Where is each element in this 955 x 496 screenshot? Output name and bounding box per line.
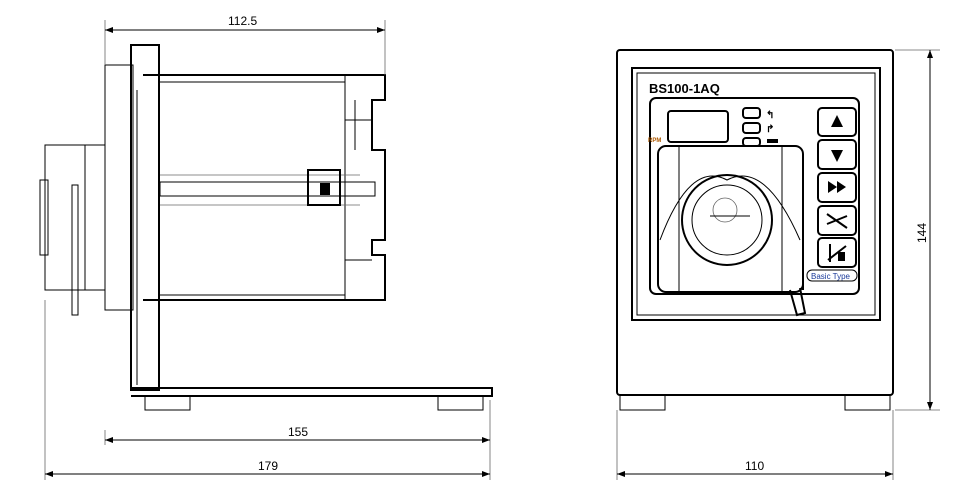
up-arrow-icon [831, 115, 843, 127]
type-label: Basic Type [811, 272, 851, 281]
motor-body [44, 144, 106, 291]
side-view [39, 44, 493, 411]
direction-off-icon [826, 213, 848, 229]
shaft [159, 181, 376, 197]
logo-mark [712, 197, 738, 223]
base-plate [131, 387, 493, 397]
front-view: ↰ ↱ BS100-1AQ RPM Basic Type [616, 49, 894, 411]
pump-head-outline [143, 74, 386, 301]
panel-frame [631, 67, 881, 321]
down-button[interactable] [817, 139, 857, 170]
direction-button[interactable] [817, 205, 857, 236]
mount-flange [104, 64, 134, 311]
button-column [806, 107, 858, 282]
foot-left [144, 395, 191, 411]
pump-head [657, 145, 804, 293]
lever [789, 225, 807, 317]
stop-button[interactable] [817, 237, 857, 268]
dim-front-width: 110 [745, 459, 764, 473]
fast-forward-button[interactable] [817, 172, 857, 203]
clamp [307, 169, 341, 206]
foot-right [844, 394, 891, 411]
up-button[interactable] [817, 107, 857, 137]
foot-left [619, 394, 666, 411]
rotor [681, 174, 773, 266]
dim-height: 144 [915, 223, 929, 243]
reverse-icon: ↰ [766, 110, 774, 121]
down-arrow-icon [831, 150, 843, 162]
model-label: BS100-1AQ [649, 81, 720, 96]
dim-total-length: 179 [258, 459, 278, 473]
forward-icon: ↱ [766, 124, 774, 135]
motor-flange [71, 184, 79, 316]
foot-right [437, 395, 484, 411]
type-badge [806, 269, 858, 282]
control-panel [649, 97, 860, 295]
main-plate [130, 44, 160, 391]
stop-icon [827, 244, 847, 262]
prime-icon [767, 139, 778, 143]
dim-base-length: 155 [288, 425, 308, 439]
dim-top-width: 112.5 [228, 14, 257, 28]
motor-cap [39, 179, 49, 256]
dimensions: 112.5 155 179 110 144 [44, 14, 940, 480]
fast-forward-icon [828, 181, 846, 193]
housing [616, 49, 894, 396]
rpm-label: RPM [648, 138, 661, 144]
display [667, 110, 729, 143]
